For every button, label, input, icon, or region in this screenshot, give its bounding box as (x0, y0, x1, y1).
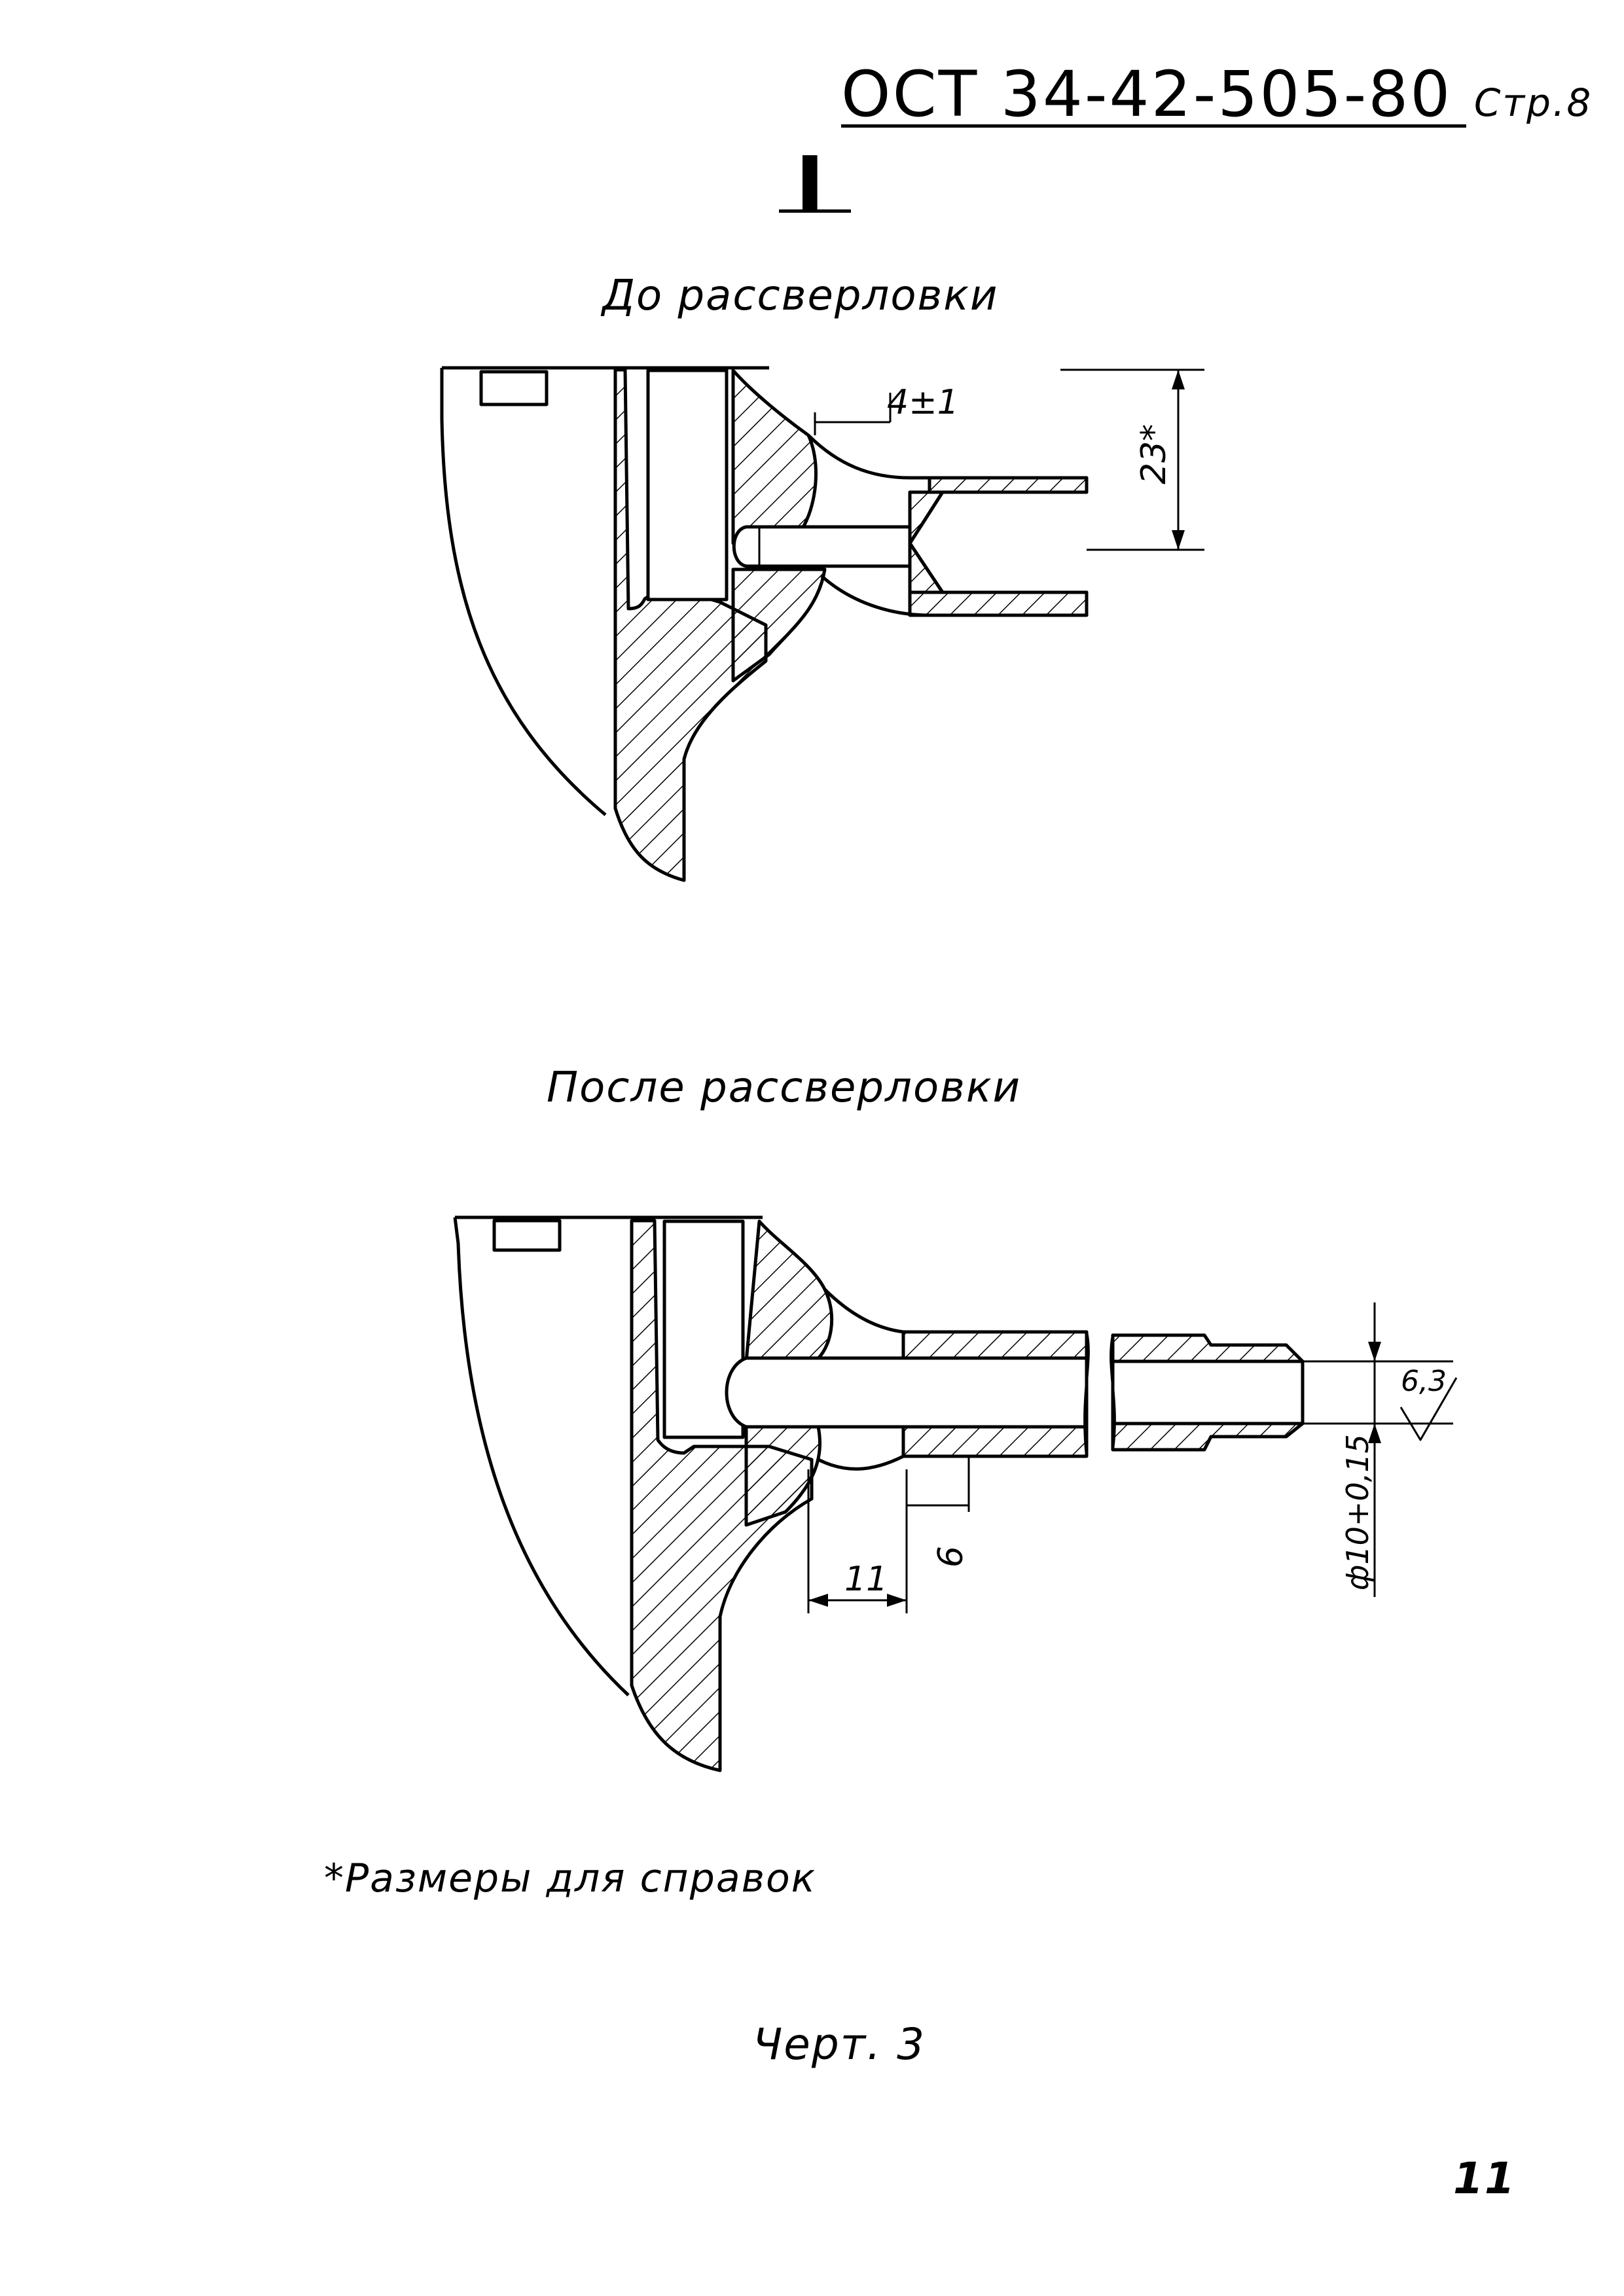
tube-wall-top (928, 476, 1089, 494)
page-number: 11 (1453, 2153, 1516, 2204)
tube-wall-bottom (908, 590, 1089, 617)
view-before-drilling (440, 366, 1204, 882)
roughness-label: 6,3 (1401, 1365, 1447, 1398)
hatched-wall (613, 368, 768, 882)
view-after-drilling (453, 1215, 1458, 1772)
tube-bottom-outline (817, 1454, 905, 1471)
tube-cone-hatch-bottom (908, 541, 945, 594)
tube-top-outline (823, 1288, 1087, 1334)
hatched-boss-bottom (744, 1425, 822, 1527)
title-before-drilling: До рассверловки (602, 272, 999, 320)
top-slot (479, 370, 549, 406)
dim-length-label: 11 (844, 1560, 888, 1599)
tube-wall-bottom (901, 1425, 1089, 1458)
body-outline (440, 368, 607, 816)
top-slot (492, 1219, 562, 1252)
page-label: Стр.8 (1473, 81, 1593, 125)
figure-label: Черт. 3 (753, 2019, 926, 2070)
break-line-left (1083, 1331, 1090, 1457)
dim-height-label: 23* (1134, 424, 1174, 484)
view-mark: I (795, 141, 825, 232)
hatched-boss-top (744, 1219, 834, 1363)
hatched-boss-top (731, 368, 818, 545)
dim-diameter-label: ф10+0,15 (1340, 1434, 1375, 1590)
drilled-bore (725, 1356, 1089, 1429)
dim-depth-label: 6 (931, 1546, 971, 1568)
roughness-symbol (1399, 1377, 1458, 1441)
document-code: ОСТ 34-42-505-80 Стр.8 (841, 58, 1593, 131)
dim-gap-label: 4±1 (887, 383, 959, 422)
tube-cone-hatch-top (908, 490, 945, 545)
inner-cavity (646, 368, 729, 601)
inner-cavity (662, 1219, 745, 1439)
title-after-drilling: После рассверловки (547, 1064, 1022, 1112)
tube-end-bore (1111, 1359, 1305, 1426)
view-mark-underline (779, 209, 851, 213)
body-outline (453, 1217, 630, 1696)
break-line-right (1110, 1335, 1116, 1450)
hatched-wall (630, 1219, 814, 1772)
pilot-hole (732, 525, 912, 568)
tube-wall-top (901, 1330, 1089, 1360)
hatched-boss-bottom (731, 567, 827, 683)
header-underline (841, 124, 1466, 128)
document-code-text: ОСТ 34-42-505-80 (841, 58, 1453, 131)
footnote: *Размеры для справок (324, 1856, 816, 1901)
